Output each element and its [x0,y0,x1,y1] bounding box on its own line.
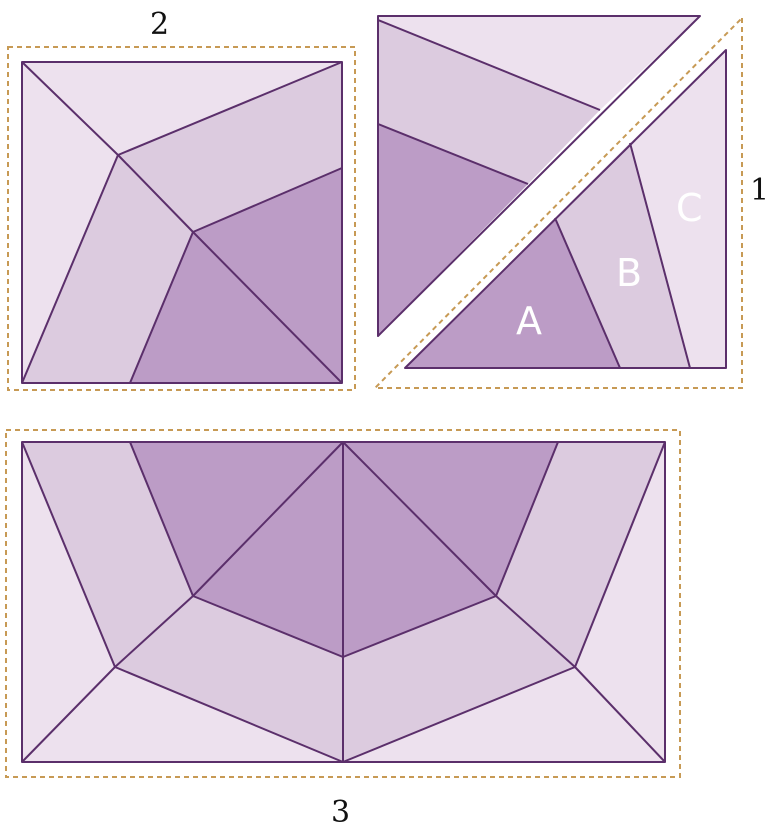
piece-b-label: B [616,251,642,295]
block-1-number: 1 [750,173,765,208]
block-2-number: 2 [150,7,169,42]
piece-c-label: C [676,186,703,230]
piece-a-label: A [516,299,542,343]
block-3-number: 3 [331,795,350,829]
block-3: 3 [6,430,680,829]
block-2: 2 [8,7,355,390]
block-1: A B C 1 [375,16,765,388]
